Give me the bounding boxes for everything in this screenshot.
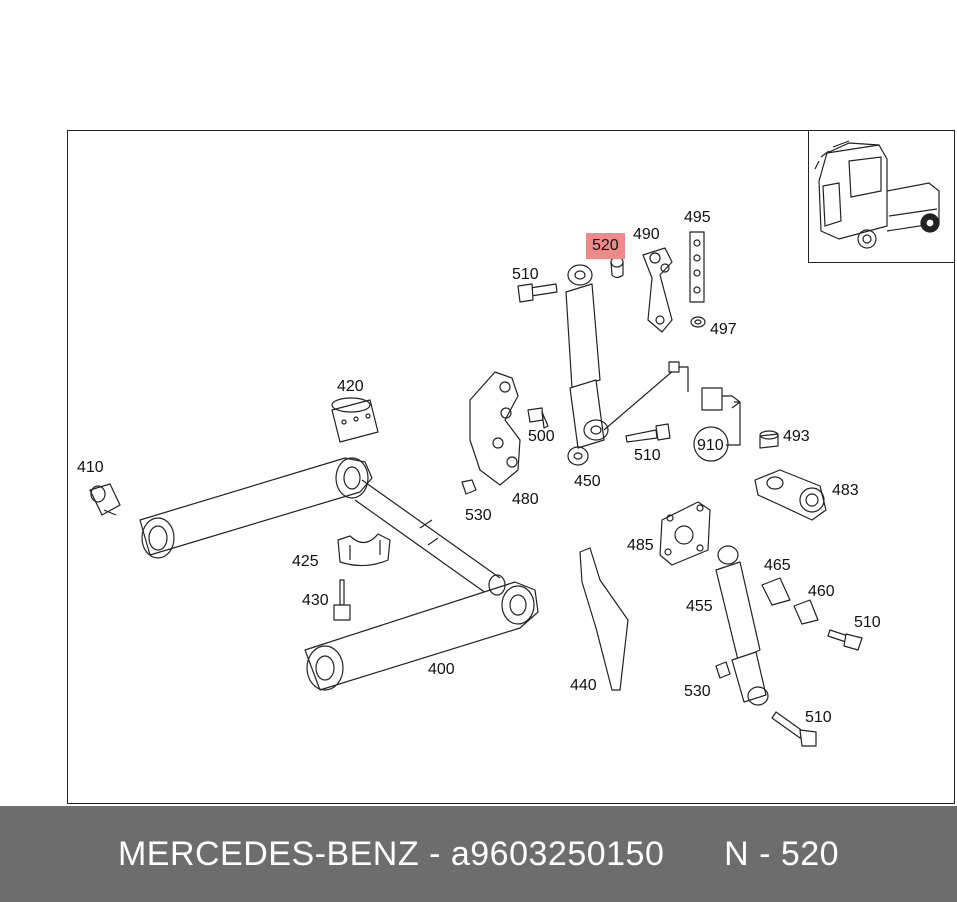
clamp-425 <box>337 533 391 567</box>
callout-400: 400 <box>428 661 455 678</box>
nut-530-lower <box>715 661 731 679</box>
callout-510-right: 510 <box>854 614 881 631</box>
truck-icon <box>814 140 940 249</box>
footer-gap <box>664 835 724 874</box>
exploded-parts-drawing <box>89 231 863 747</box>
callout-500: 500 <box>528 428 555 445</box>
connector-910 <box>603 361 741 462</box>
bolt-510-bottom <box>771 711 817 747</box>
plate-495 <box>689 231 705 303</box>
callout-455: 455 <box>686 598 713 615</box>
callout-495: 495 <box>684 209 711 226</box>
sleeve-520 <box>610 256 624 279</box>
shock-absorber-450 <box>565 264 609 466</box>
callout-485: 485 <box>627 537 654 554</box>
footer-separator: - <box>419 834 451 873</box>
footer-brand: MERCEDES-BENZ <box>117 834 420 873</box>
callout-510-top: 510 <box>512 266 539 283</box>
callout-430: 430 <box>302 592 329 609</box>
callout-480: 480 <box>512 491 539 508</box>
callout-530-upper: 530 <box>465 507 492 524</box>
bushing-410 <box>89 483 121 516</box>
callout-450: 450 <box>574 473 601 490</box>
bracket-490 <box>642 247 673 333</box>
plate-485 <box>659 501 711 566</box>
shock-absorber-455 <box>715 545 769 706</box>
callout-493: 493 <box>783 428 810 445</box>
footer-bar: MERCEDES-BENZ - a9603250150 N - 520 <box>0 806 957 902</box>
callout-483: 483 <box>832 482 859 499</box>
callout-465: 465 <box>764 557 791 574</box>
bushing-493 <box>759 430 779 449</box>
cross-tube <box>354 479 501 597</box>
bolt-430 <box>333 579 351 621</box>
footer-part-number: a9603250150 <box>450 834 665 873</box>
callout-530-lower: 530 <box>684 683 711 700</box>
footer-position: N - 520 <box>724 834 840 873</box>
callout-510-bottom: 510 <box>805 709 832 726</box>
nut-530-upper <box>461 479 477 495</box>
callout-497: 497 <box>710 321 737 338</box>
callout-490: 490 <box>633 226 660 243</box>
bolt-510-right <box>827 629 863 651</box>
callout-440: 440 <box>570 677 597 694</box>
trailing-arm-lower <box>304 574 539 691</box>
bushing-420 <box>331 397 379 443</box>
truck-inset <box>808 130 955 263</box>
washer-497 <box>690 316 706 328</box>
callout-410: 410 <box>77 459 104 476</box>
bolt-510-top <box>517 283 558 303</box>
bolt-500 <box>527 407 549 429</box>
callout-510-middle: 510 <box>634 447 661 464</box>
callout-420: 420 <box>337 378 364 395</box>
bracket-480 <box>469 371 521 486</box>
bracket-440 <box>579 547 629 691</box>
callout-460: 460 <box>808 583 835 600</box>
trailing-arm-upper <box>139 457 373 559</box>
bolt-510-middle <box>625 423 671 443</box>
sleeve-460 <box>793 599 819 625</box>
mount-483 <box>754 469 827 521</box>
callout-910: 910 <box>697 437 724 454</box>
callout-425: 425 <box>292 553 319 570</box>
sleeve-465 <box>761 577 791 606</box>
callout-520: 520 <box>586 233 625 259</box>
